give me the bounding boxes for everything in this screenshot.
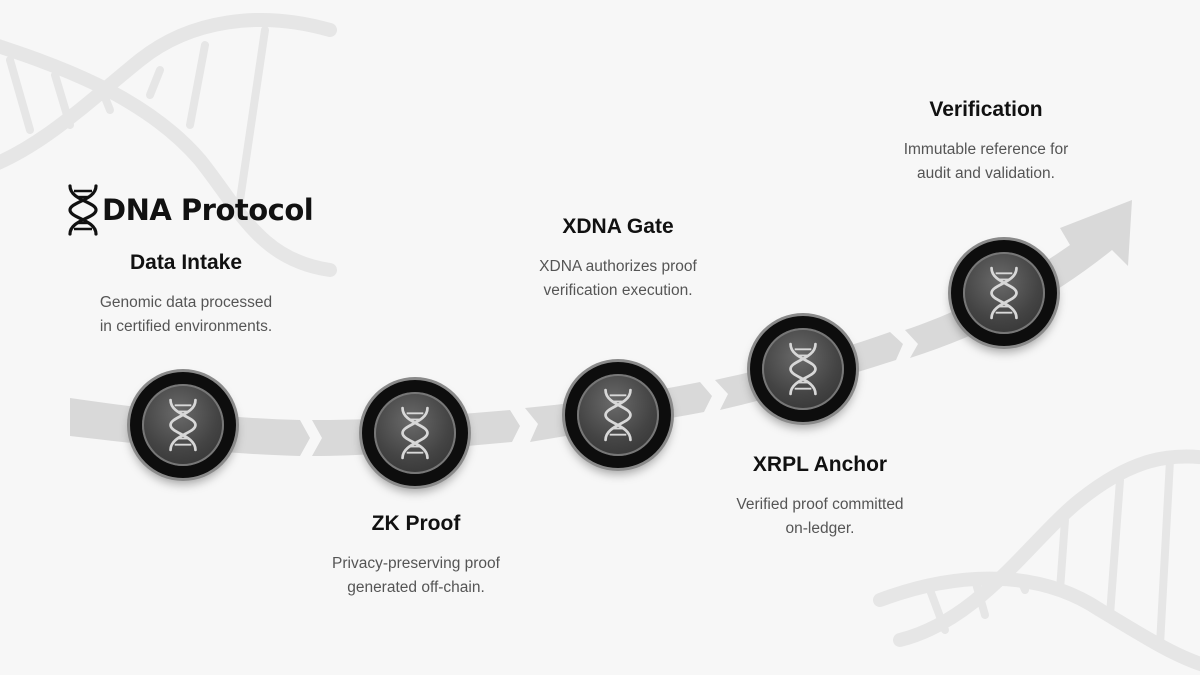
step-description-line: on-ledger.: [785, 520, 855, 537]
step-title: Verification: [929, 98, 1043, 121]
node-face: [963, 252, 1045, 334]
decorative-dna-helix-bottom-right: [873, 449, 1200, 672]
dna-helix-icon: [169, 398, 197, 452]
dna-helix-icon: [401, 406, 429, 460]
step-node-zk-proof: [362, 380, 468, 486]
step-description-line: generated off-chain.: [347, 579, 485, 596]
step-node-verification: [951, 240, 1057, 346]
step-node-xdna-gate: [565, 362, 671, 468]
step-description: Immutable reference for audit and valida…: [856, 138, 1116, 186]
brand-name: DNA Protocol: [102, 193, 314, 227]
step-title: Data Intake: [129, 251, 243, 274]
step-data-intake: Data Intake Genomic data processed in ce…: [56, 251, 316, 339]
step-description-line: Verified proof committed: [736, 496, 904, 513]
node-face: [374, 392, 456, 474]
step-description: XDNA authorizes proof verification execu…: [488, 255, 748, 303]
dna-helix-icon: [789, 342, 817, 396]
step-description-line: Genomic data processed: [99, 294, 273, 311]
step-description-line: in certified environments.: [99, 318, 273, 335]
dna-helix-icon: [68, 184, 98, 236]
step-node-xrpl-anchor: [750, 316, 856, 422]
step-description: Privacy-preserving proof generated off-c…: [286, 552, 546, 600]
step-description-line: Privacy-preserving proof: [332, 555, 500, 572]
step-description-line: verification execution.: [543, 282, 693, 299]
decorative-dna-helix-top-left: [0, 13, 337, 277]
step-description: Verified proof committed on-ledger.: [690, 493, 950, 541]
brand-logo: DNA Protocol: [66, 184, 314, 236]
step-title: XRPL Anchor: [752, 453, 888, 476]
node-face: [142, 384, 224, 466]
step-description-line: audit and validation.: [917, 165, 1055, 182]
node-face: [762, 328, 844, 410]
step-xdna-gate: XDNA Gate XDNA authorizes proof verifica…: [488, 215, 748, 303]
step-description-line: Immutable reference for: [903, 141, 1069, 158]
step-title: ZK Proof: [371, 512, 461, 535]
step-xrpl-anchor: XRPL Anchor Verified proof committed on-…: [690, 453, 950, 541]
step-title: XDNA Gate: [562, 215, 674, 238]
step-description-line: XDNA authorizes proof: [539, 258, 697, 275]
node-face: [577, 374, 659, 456]
step-zk-proof: ZK Proof Privacy-preserving proof genera…: [286, 512, 546, 600]
step-description: Genomic data processed in certified envi…: [56, 291, 316, 339]
step-verification: Verification Immutable reference for aud…: [856, 98, 1116, 186]
dna-helix-icon: [604, 388, 632, 442]
dna-helix-icon: [990, 266, 1018, 320]
step-node-data-intake: [130, 372, 236, 478]
